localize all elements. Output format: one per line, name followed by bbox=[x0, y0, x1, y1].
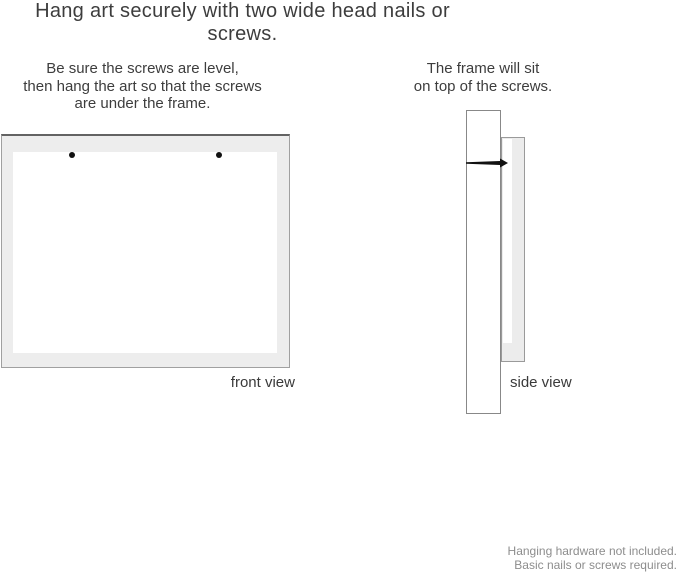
nail-dot-right-icon bbox=[216, 152, 222, 158]
front-view-frame bbox=[1, 134, 290, 368]
frame-profile-matte bbox=[503, 139, 512, 343]
side-view-wall-strip bbox=[466, 110, 501, 414]
frame-matte bbox=[13, 152, 277, 353]
side-view-label: side view bbox=[510, 374, 572, 391]
nail-icon bbox=[466, 158, 508, 168]
side-view-instruction: The frame will sit on top of the screws. bbox=[413, 60, 553, 95]
front-view-instruction: Be sure the screws are level, then hang … bbox=[23, 60, 262, 112]
hardware-disclaimer: Hanging hardware not included. Basic nai… bbox=[507, 544, 677, 572]
page-title: Hang art securely with two wide head nai… bbox=[35, 0, 450, 45]
side-view-frame-profile bbox=[501, 137, 525, 362]
front-view-label: front view bbox=[230, 374, 295, 391]
nail-dot-left-icon bbox=[69, 152, 75, 158]
